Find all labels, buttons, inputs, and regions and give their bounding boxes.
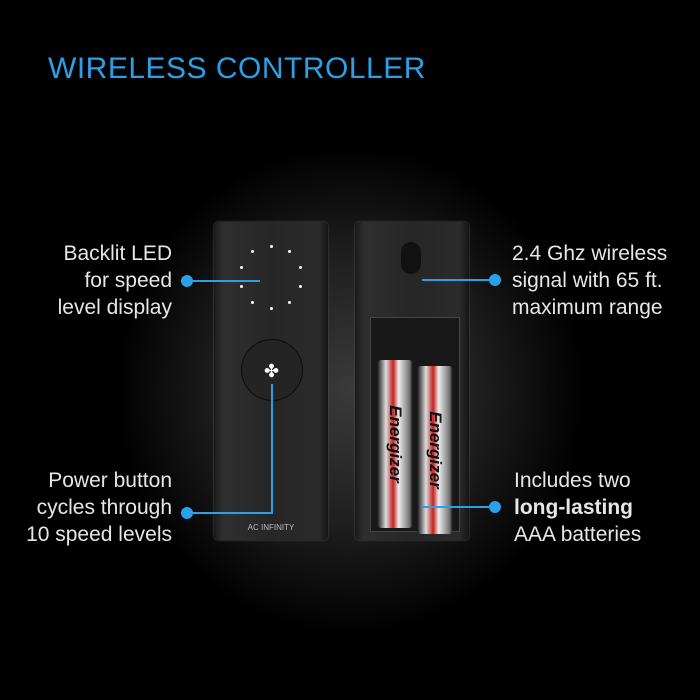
callout-connector (271, 384, 273, 514)
background-glow (120, 150, 580, 630)
led-dot (269, 306, 273, 310)
led-dot (269, 244, 273, 248)
callout-line: AAA batteries (514, 523, 642, 546)
led-dot (298, 265, 302, 269)
led-dot (251, 300, 255, 304)
battery: Energizer (377, 360, 413, 528)
callout-line: 2.4 Ghz wireless (512, 242, 668, 265)
callout-line: Power button (48, 469, 172, 492)
callout-line: Backlit LED (63, 242, 172, 265)
callout-dot (489, 501, 501, 513)
callout-dot (181, 507, 193, 519)
battery-compartment: Energizer Energizer (370, 317, 460, 534)
callout-wireless: 2.4 Ghz wireless signal with 65 ft. maxi… (512, 240, 667, 321)
callout-power: Power button cycles through 10 speed lev… (26, 467, 172, 548)
callout-led: Backlit LED for speed level display (58, 240, 172, 321)
callout-line: for speed (84, 269, 172, 292)
callout-line: level display (57, 296, 172, 319)
callout-connector (187, 512, 273, 514)
led-dot (240, 285, 244, 289)
brand-label: AC INFINITY (247, 523, 295, 532)
led-dot (240, 265, 244, 269)
battery-label: Energizer (426, 411, 445, 489)
callout-dot (489, 274, 501, 286)
callout-batteries: Includes two long-lasting AAA batteries (514, 467, 641, 548)
callout-dot (181, 275, 193, 287)
led-dot (287, 250, 291, 254)
battery: Energizer (417, 366, 453, 534)
callout-line: maximum range (512, 296, 663, 319)
led-dot (298, 285, 302, 289)
callout-bold: long-lasting (514, 496, 633, 519)
controller-back: Energizer Energizer (355, 222, 469, 540)
battery-label: Energizer (386, 405, 405, 483)
keyhole-mount-icon (401, 242, 421, 274)
fan-icon: ✤ (264, 361, 280, 381)
led-dot (287, 300, 291, 304)
callout-line: Includes two (514, 469, 631, 492)
page-title: WIRELESS CONTROLLER (48, 52, 426, 85)
callout-connector (422, 506, 495, 508)
callout-line: cycles through (36, 496, 172, 519)
callout-connector (187, 280, 260, 282)
callout-line: 10 speed levels (26, 523, 172, 546)
led-dot (251, 250, 255, 254)
callout-connector (422, 279, 495, 281)
callout-line: signal with 65 ft. (512, 269, 663, 292)
